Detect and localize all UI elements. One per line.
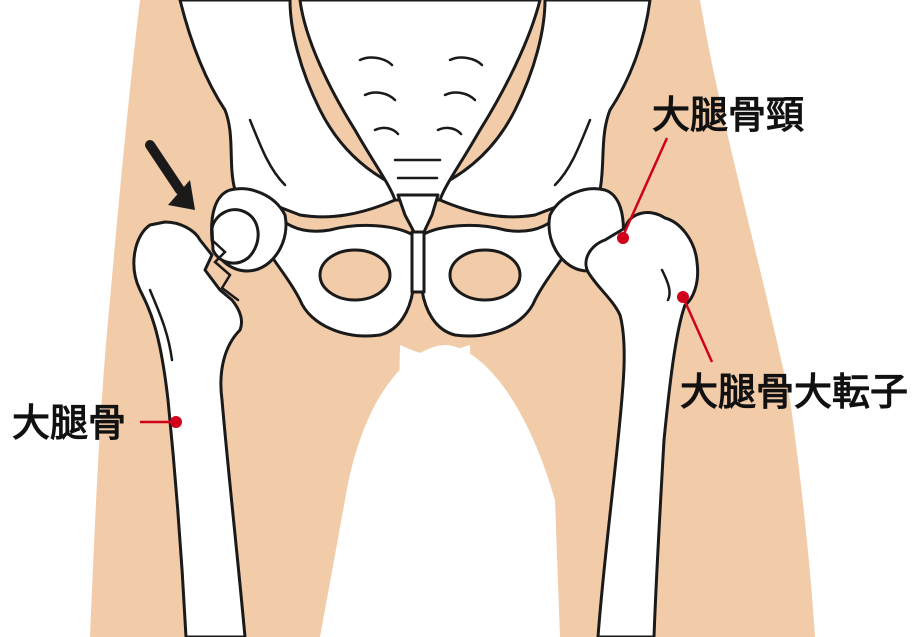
femoral-neck-marker: [617, 232, 629, 244]
leg-gap: [395, 345, 478, 637]
pubic-symphysis: [412, 232, 424, 292]
femur-label: 大腿骨: [12, 401, 126, 445]
greater-trochanter-label: 大腿骨大転子: [680, 370, 908, 414]
right-obturator-foramen: [450, 250, 520, 300]
left-femur-head-fragment: [212, 210, 258, 263]
femoral-neck-label: 大腿骨頸: [652, 93, 804, 137]
femur-marker: [170, 416, 182, 428]
greater-trochanter-marker: [677, 291, 689, 303]
left-obturator-foramen: [320, 250, 390, 300]
